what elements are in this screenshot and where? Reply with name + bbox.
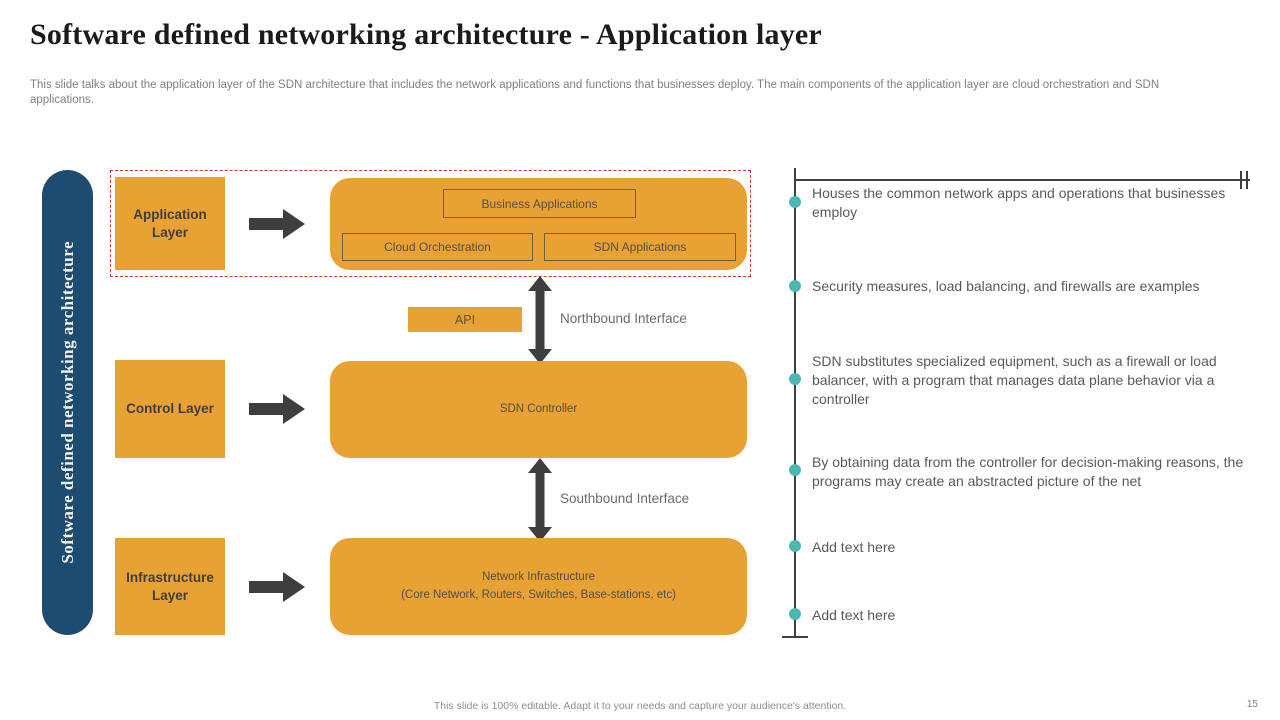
api-label: API	[454, 312, 476, 327]
note-item-placeholder[interactable]: Add text here	[812, 607, 896, 623]
bullet-dot-icon	[789, 280, 801, 292]
vertical-banner-label: Software defined networking architecture	[57, 241, 77, 564]
application-layer-box: Application Layer	[115, 177, 225, 270]
bullet-dot-icon	[789, 373, 801, 385]
rail-end-tick	[1240, 171, 1242, 189]
northbound-interface-label: Northbound Interface	[560, 311, 687, 326]
double-arrow-vertical-icon	[527, 276, 553, 364]
business-applications-label: Business Applications	[481, 196, 598, 211]
note-item: Houses the common network apps and opera…	[812, 185, 1226, 220]
sdn-controller-label: SDN Controller	[499, 402, 578, 415]
annotation-rail-line	[794, 168, 796, 638]
sdn-applications-box: SDN Applications	[544, 233, 736, 261]
infrastructure-layer-label: Infrastructure Layer	[126, 569, 214, 603]
vertical-banner: Software defined networking architecture	[42, 170, 93, 635]
bullet-dot-icon	[789, 196, 801, 208]
editable-note: This slide is 100% editable. Adapt it to…	[433, 700, 847, 712]
sdn-controller-box: SDN Controller	[330, 361, 747, 458]
network-infrastructure-label-line2: (Core Network, Routers, Switches, Base-s…	[401, 588, 676, 601]
control-layer-label: Control Layer	[126, 401, 214, 417]
double-arrow-vertical-icon	[527, 458, 553, 542]
bullet-dot-icon	[789, 540, 801, 552]
note-item-placeholder[interactable]: Add text here	[812, 539, 896, 555]
arrow-right-icon	[249, 391, 307, 427]
business-applications-box: Business Applications	[443, 189, 636, 218]
application-layer-content-box	[330, 178, 747, 270]
note-item: SDN substitutes specialized equipment, s…	[812, 353, 1217, 407]
slide-description: This slide talks about the application l…	[30, 79, 1160, 106]
arrow-right-icon	[249, 206, 307, 242]
application-layer-label: Application Layer	[133, 206, 207, 240]
note-item: Security measures, load balancing, and f…	[812, 278, 1200, 294]
southbound-interface-label: Southbound Interface	[560, 491, 690, 506]
control-layer-box: Control Layer	[115, 360, 225, 458]
network-infrastructure-box: Network Infrastructure (Core Network, Ro…	[330, 538, 747, 635]
infrastructure-layer-box: Infrastructure Layer	[115, 538, 225, 635]
network-infrastructure-label-line1: Network Infrastructure	[481, 571, 596, 584]
application-layer-highlight-outline	[110, 170, 751, 277]
page-title: Software defined networking architecture…	[30, 18, 822, 51]
annotation-rail-top-line	[795, 179, 1250, 181]
note-item: By obtaining data from the controller fo…	[812, 454, 1244, 489]
arrow-right-icon	[249, 569, 307, 605]
sdn-applications-label: SDN Applications	[593, 240, 687, 254]
cloud-orchestration-box: Cloud Orchestration	[342, 233, 533, 261]
api-box: API	[408, 307, 522, 332]
bullet-dot-icon	[789, 464, 801, 476]
rail-end-tick	[1246, 171, 1248, 189]
rail-bottom-tick	[782, 636, 808, 638]
cloud-orchestration-label: Cloud Orchestration	[384, 240, 491, 254]
page-number: 15	[1246, 699, 1258, 710]
bullet-dot-icon	[789, 608, 801, 620]
